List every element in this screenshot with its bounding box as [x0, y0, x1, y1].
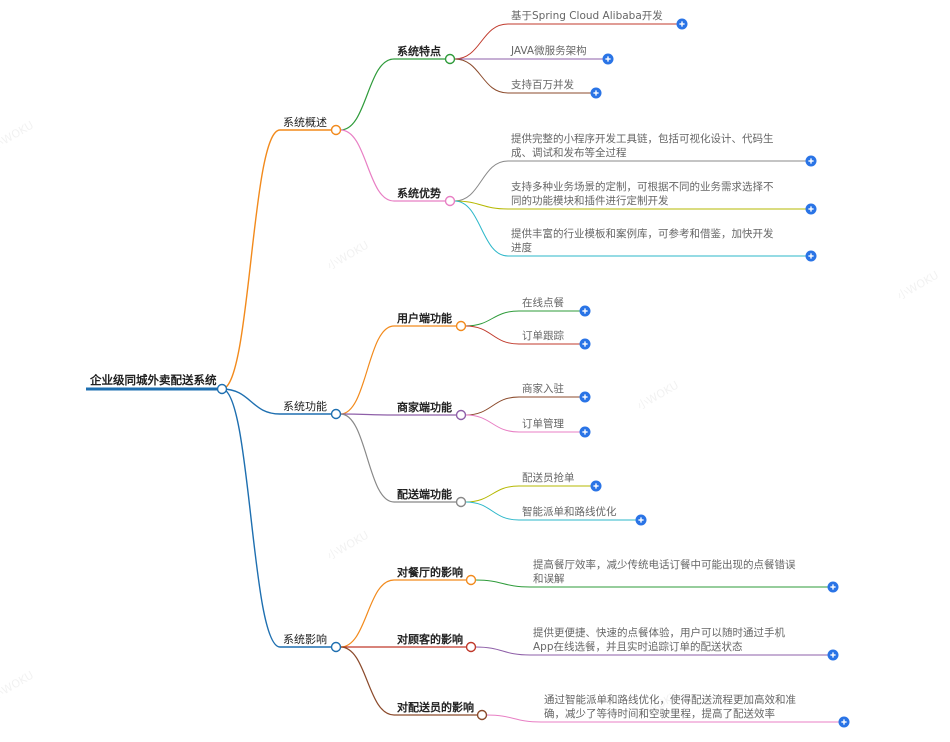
expand-button-merchant-side-1[interactable] — [579, 426, 591, 438]
expand-button-user-side-1[interactable] — [579, 338, 591, 350]
expand-button-features-0[interactable] — [676, 18, 688, 30]
leaf-text-features-2: 支持百万并发 — [511, 78, 574, 91]
edge-impact-courier-impact — [340, 646, 395, 716]
node-label-features: 系统特点 — [397, 44, 441, 58]
watermark-text: 小WOKU — [0, 669, 36, 703]
edge-leaf-merchant-side-0 — [465, 396, 520, 416]
watermark-text: 小WOKU — [325, 529, 371, 563]
collapse-dot-impact[interactable] — [330, 641, 342, 653]
leaf-text-merchant-side-1: 订单管理 — [522, 417, 564, 430]
edge-layer — [86, 23, 839, 723]
edge-leaf-courier-side-1 — [465, 501, 520, 521]
edge-functions-user-side — [340, 325, 395, 415]
edge-leaf-advantages-2 — [454, 200, 509, 257]
expand-button-advantages-2[interactable] — [805, 250, 817, 262]
watermark-text: 小WOKU — [635, 379, 681, 413]
edge-overview-advantages — [340, 129, 395, 202]
node-label-functions: 系统功能 — [283, 399, 327, 413]
root-node-label: 企业级同城外卖配送系统 — [89, 373, 217, 387]
leaf-text-customer-impact-0: App在线选餐，并且实时追踪订单的配送状态 — [533, 640, 743, 653]
expand-button-courier-side-1[interactable] — [635, 514, 647, 526]
leaf-text-advantages-1: 同的功能模块和插件进行定制开发 — [511, 194, 669, 207]
edge-root-functions — [221, 388, 281, 415]
expand-button-customer-impact-0[interactable] — [827, 649, 839, 661]
edge-leaf-features-0 — [454, 23, 509, 60]
edge-overview-features — [340, 58, 395, 131]
leaf-text-restaurant-impact-0: 和误解 — [533, 572, 565, 585]
collapse-dot-restaurant-impact[interactable] — [465, 574, 477, 586]
collapse-dot-customer-impact[interactable] — [465, 641, 477, 653]
edge-leaf-user-side-1 — [465, 325, 520, 345]
node-label-overview: 系统概述 — [283, 116, 327, 129]
node-layer: 企业级同城外卖配送系统 系统概述 系统特点 基于Spring Cloud Alibab… — [89, 9, 850, 728]
leaf-text-advantages-0: 成、调试和发布等全过程 — [511, 146, 627, 159]
watermark-text: 小WOKU — [895, 269, 941, 303]
watermark-text: 小WOKU — [0, 119, 36, 153]
collapse-dot-root[interactable] — [216, 383, 228, 395]
expand-button-courier-impact-0[interactable] — [838, 716, 850, 728]
leaf-text-courier-impact-0: 确，减少了等待时间和空驶里程，提高了配送效率 — [544, 707, 775, 720]
leaf-text-merchant-side-0: 商家入驻 — [522, 382, 564, 395]
edge-functions-courier-side — [340, 413, 395, 503]
edge-leaf-restaurant-impact-0 — [475, 579, 531, 588]
expand-button-advantages-0[interactable] — [805, 155, 817, 167]
edge-functions-merchant-side — [340, 413, 395, 416]
collapse-dot-overview[interactable] — [330, 124, 342, 136]
leaf-text-courier-impact-0: 通过智能派单和路线优化，使得配送流程更加高效和准 — [544, 693, 796, 706]
leaf-text-user-side-0: 在线点餐 — [522, 296, 564, 309]
edge-leaf-courier-side-0 — [465, 485, 520, 503]
node-label-user-side: 用户端功能 — [397, 311, 452, 325]
node-label-merchant-side: 商家端功能 — [397, 400, 452, 414]
collapse-dot-courier-side[interactable] — [455, 496, 467, 508]
edge-root-overview — [221, 129, 281, 390]
leaf-text-advantages-2: 提供丰富的行业模板和案例库，可参考和借鉴，加快开发 — [511, 227, 774, 240]
leaf-text-user-side-1: 订单跟踪 — [522, 329, 564, 342]
leaf-text-advantages-2: 进度 — [511, 241, 532, 254]
expand-button-advantages-1[interactable] — [805, 203, 817, 215]
leaf-text-courier-side-1: 智能派单和路线优化 — [522, 505, 617, 518]
leaf-text-features-1: JAVA微服务架构 — [510, 44, 587, 57]
collapse-dot-courier-impact[interactable] — [476, 709, 488, 721]
leaf-text-restaurant-impact-0: 提高餐厅效率，减少传统电话订餐中可能出现的点餐错误 — [533, 558, 796, 571]
edge-leaf-customer-impact-0 — [475, 646, 531, 656]
edge-leaf-features-2 — [454, 58, 509, 94]
node-label-impact: 系统影响 — [283, 633, 327, 646]
edge-impact-restaurant-impact — [340, 579, 395, 648]
expand-button-features-1[interactable] — [602, 53, 614, 65]
node-label-advantages: 系统优势 — [397, 186, 441, 200]
watermark-text: 小WOKU — [325, 239, 371, 273]
leaf-text-advantages-0: 提供完整的小程序开发工具链，包括可视化设计、代码生 — [511, 132, 774, 145]
node-label-courier-side: 配送端功能 — [397, 487, 452, 501]
expand-button-restaurant-impact-0[interactable] — [827, 581, 839, 593]
expand-button-features-2[interactable] — [590, 87, 602, 99]
node-label-customer-impact: 对顾客的影响 — [397, 632, 463, 646]
edge-leaf-merchant-side-1 — [465, 414, 520, 433]
expand-button-courier-side-0[interactable] — [590, 480, 602, 492]
collapse-dot-features[interactable] — [444, 53, 456, 65]
expand-button-merchant-side-0[interactable] — [579, 391, 591, 403]
collapse-dot-functions[interactable] — [330, 408, 342, 420]
edge-root-impact — [221, 388, 281, 648]
leaf-text-features-0: 基于Spring Cloud Alibaba开发 — [511, 9, 663, 22]
collapse-dot-advantages[interactable] — [444, 195, 456, 207]
collapse-dot-merchant-side[interactable] — [455, 409, 467, 421]
node-label-restaurant-impact: 对餐厅的影响 — [397, 565, 463, 579]
edge-leaf-courier-impact-0 — [486, 714, 542, 723]
expand-button-user-side-0[interactable] — [579, 305, 591, 317]
edge-leaf-user-side-0 — [465, 310, 520, 327]
edge-leaf-advantages-1 — [454, 200, 509, 210]
collapse-dot-user-side[interactable] — [455, 320, 467, 332]
leaf-text-customer-impact-0: 提供更便捷、快速的点餐体验，用户可以随时通过手机 — [533, 626, 785, 639]
node-label-courier-impact: 对配送员的影响 — [397, 700, 474, 714]
leaf-text-courier-side-0: 配送员抢单 — [522, 471, 575, 484]
leaf-text-advantages-1: 支持多种业务场景的定制，可根据不同的业务需求选择不 — [511, 180, 774, 193]
edge-leaf-advantages-0 — [454, 160, 509, 202]
